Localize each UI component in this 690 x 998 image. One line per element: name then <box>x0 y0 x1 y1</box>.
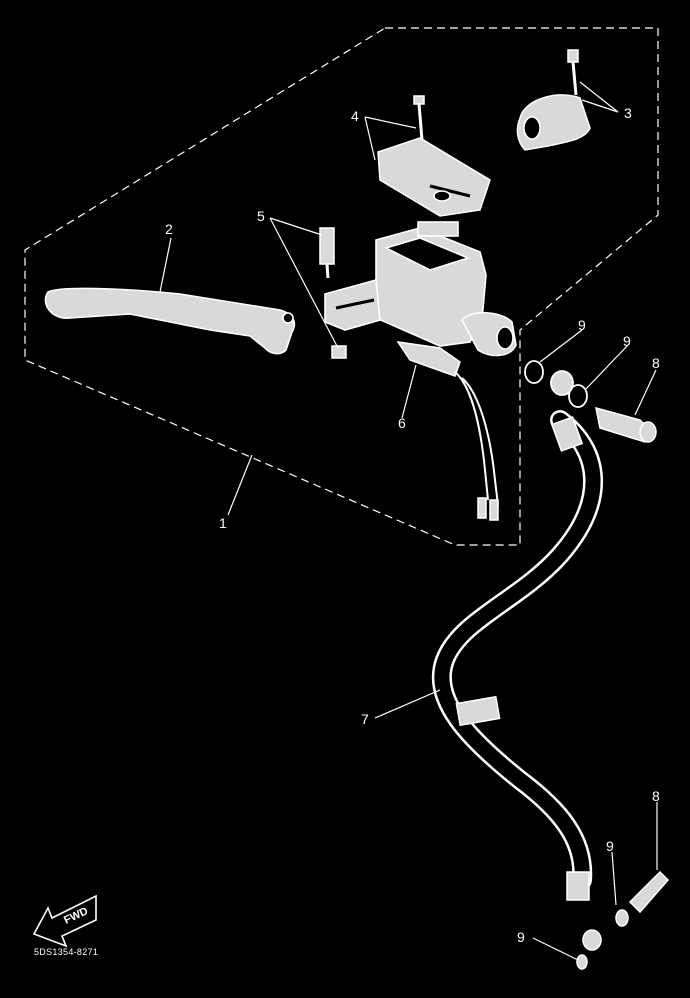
callout-7: 7 <box>361 711 369 727</box>
callout-4: 4 <box>351 108 359 124</box>
reservoir-cap <box>377 95 491 217</box>
callout-3: 3 <box>624 105 632 121</box>
callout-8-upper: 8 <box>652 355 660 371</box>
assembly-boundary <box>24 27 659 546</box>
pivot-bolt <box>319 227 347 359</box>
callout-9-upper-left: 9 <box>578 317 586 333</box>
brake-hose <box>431 410 603 951</box>
callout-2: 2 <box>165 221 173 237</box>
callout-5: 5 <box>257 208 265 224</box>
callout-1: 1 <box>219 515 227 531</box>
callout-9-lower-left: 9 <box>517 929 525 945</box>
washers-upper <box>524 360 588 408</box>
callout-9-upper-right: 9 <box>623 333 631 349</box>
leader-lines <box>159 81 658 961</box>
diagram-code: 5DS1354-8271 <box>34 947 98 957</box>
callout-6: 6 <box>398 415 406 431</box>
master-cylinder <box>324 221 517 357</box>
brake-switch <box>396 341 499 521</box>
brake-lever <box>44 287 296 355</box>
lower-hardware <box>576 870 670 970</box>
callout-8-lower: 8 <box>652 788 660 804</box>
callout-9-lower-right: 9 <box>606 838 614 854</box>
handlebar-holder <box>516 49 591 151</box>
union-bolt-upper <box>595 406 657 443</box>
